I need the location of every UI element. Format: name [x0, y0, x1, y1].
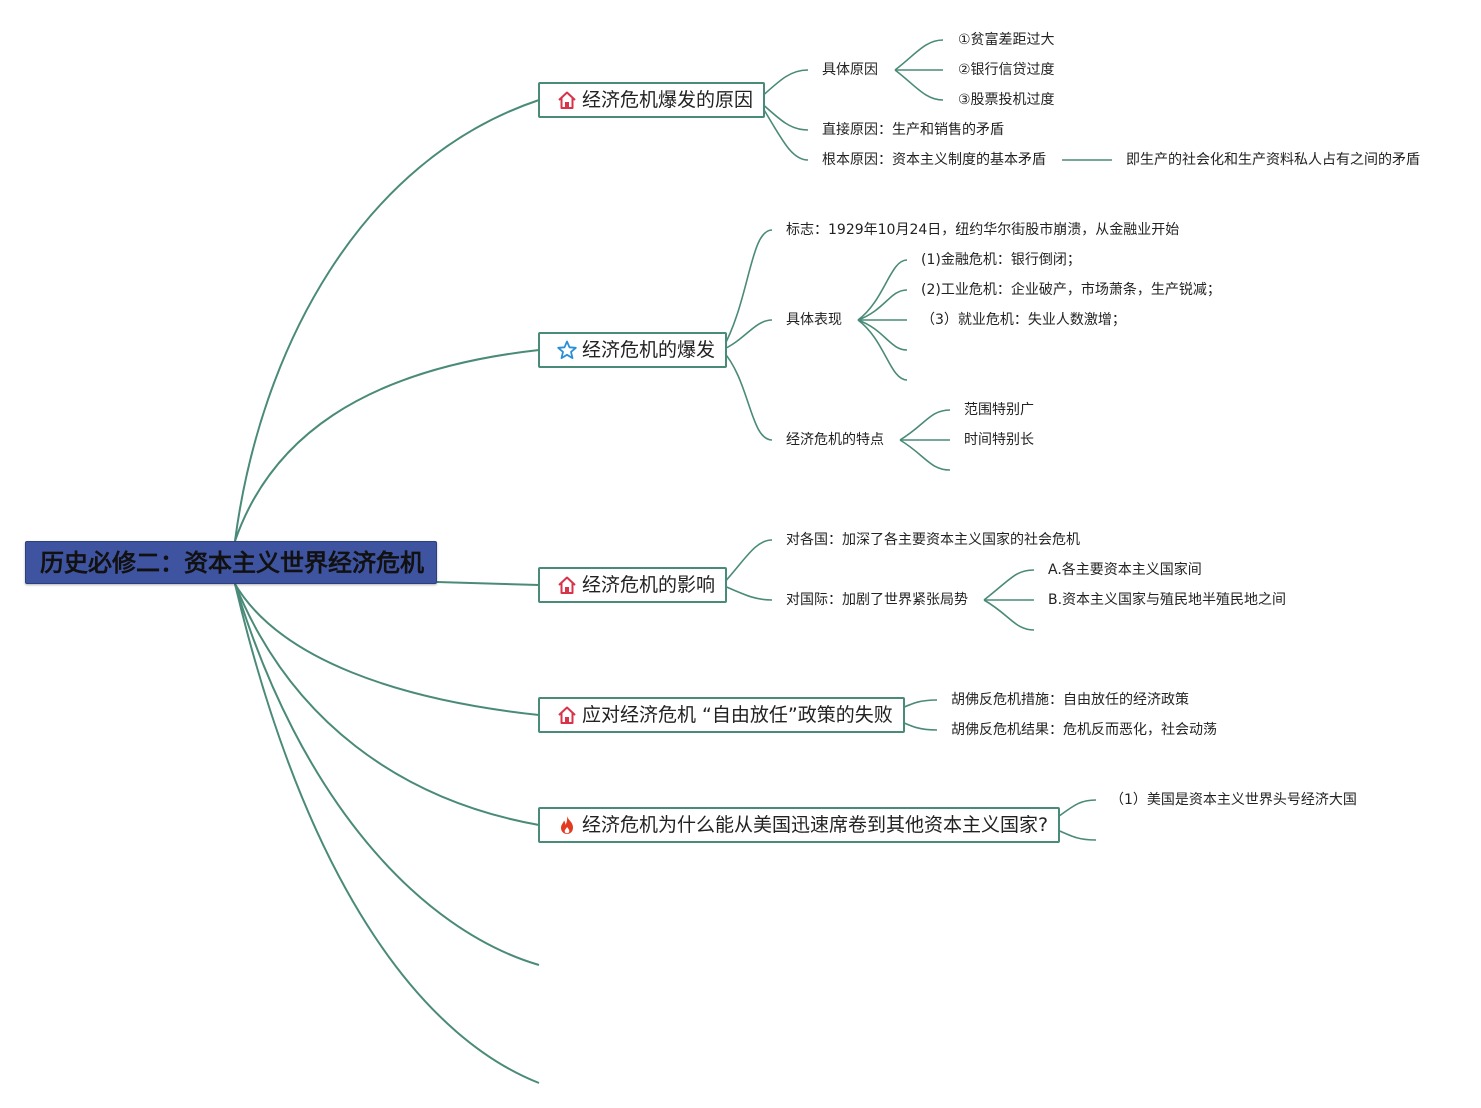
feature-item[interactable]: 时间特别长	[964, 432, 1034, 448]
branch-impact[interactable]: 经济危机的影响	[538, 567, 728, 603]
cause-item[interactable]: ②银行信贷过度	[958, 62, 1055, 78]
branch-spread-question[interactable]: 经济危机为什么能从美国迅速席卷到其他资本主义国家?	[538, 807, 1061, 843]
branch-outbreak[interactable]: 经济危机的爆发	[538, 332, 728, 368]
hoover-measure-node[interactable]: 胡佛反危机措施：自由放任的经济政策	[951, 692, 1189, 708]
international-impact-node[interactable]: 对国际：加剧了世界紧张局势	[786, 592, 968, 608]
manifestation-node[interactable]: 具体表现	[786, 312, 842, 328]
cause-item[interactable]: ③股票投机过度	[958, 92, 1055, 108]
specific-cause-node[interactable]: 具体原因	[822, 62, 878, 78]
branch-label: 经济危机爆发的原因	[582, 89, 754, 111]
direct-cause-node[interactable]: 直接原因：生产和销售的矛盾	[822, 122, 1004, 138]
features-node[interactable]: 经济危机的特点	[786, 432, 884, 448]
fundamental-detail-node[interactable]: 即生产的社会化和生产资料私人占有之间的矛盾	[1126, 152, 1420, 168]
sign-node[interactable]: 标志：1929年10月24日，纽约华尔街股市崩溃，从金融业开始	[786, 222, 1180, 238]
branch-laissez-faire[interactable]: 应对经济危机 “自由放任”政策的失败	[538, 697, 905, 733]
manifestation-item[interactable]: （3）就业危机：失业人数激增；	[921, 312, 1126, 328]
branch-label: 经济危机的影响	[582, 574, 716, 596]
manifestation-item[interactable]: (1)金融危机：银行倒闭；	[921, 252, 1081, 268]
house-icon	[556, 89, 578, 111]
house-icon	[556, 704, 578, 726]
branch-label: 应对经济危机 “自由放任”政策的失败	[582, 704, 893, 726]
star-icon	[556, 339, 578, 361]
manifestation-item[interactable]: (2)工业危机：企业破产，市场萧条，生产锐减；	[921, 282, 1221, 298]
branch-label: 经济危机的爆发	[582, 339, 716, 361]
cause-item[interactable]: ①贫富差距过大	[958, 32, 1055, 48]
hoover-result-node[interactable]: 胡佛反危机结果：危机反而恶化，社会动荡	[951, 722, 1217, 738]
branch-label: 经济危机为什么能从美国迅速席卷到其他资本主义国家?	[582, 814, 1049, 836]
international-item[interactable]: A.各主要资本主义国家间	[1048, 562, 1202, 578]
reason-node[interactable]: （1）美国是资本主义世界头号经济大国	[1110, 792, 1357, 808]
fundamental-cause-node[interactable]: 根本原因：资本主义制度的基本矛盾	[822, 152, 1046, 168]
domestic-impact-node[interactable]: 对各国：加深了各主要资本主义国家的社会危机	[786, 532, 1080, 548]
international-item[interactable]: B.资本主义国家与殖民地半殖民地之间	[1048, 592, 1287, 608]
root-topic[interactable]: 历史必修二：资本主义世界经济危机	[25, 541, 437, 584]
house-icon	[556, 574, 578, 596]
branch-causes[interactable]: 经济危机爆发的原因	[538, 82, 766, 118]
feature-item[interactable]: 范围特别广	[964, 402, 1034, 418]
fire-icon	[556, 814, 578, 836]
